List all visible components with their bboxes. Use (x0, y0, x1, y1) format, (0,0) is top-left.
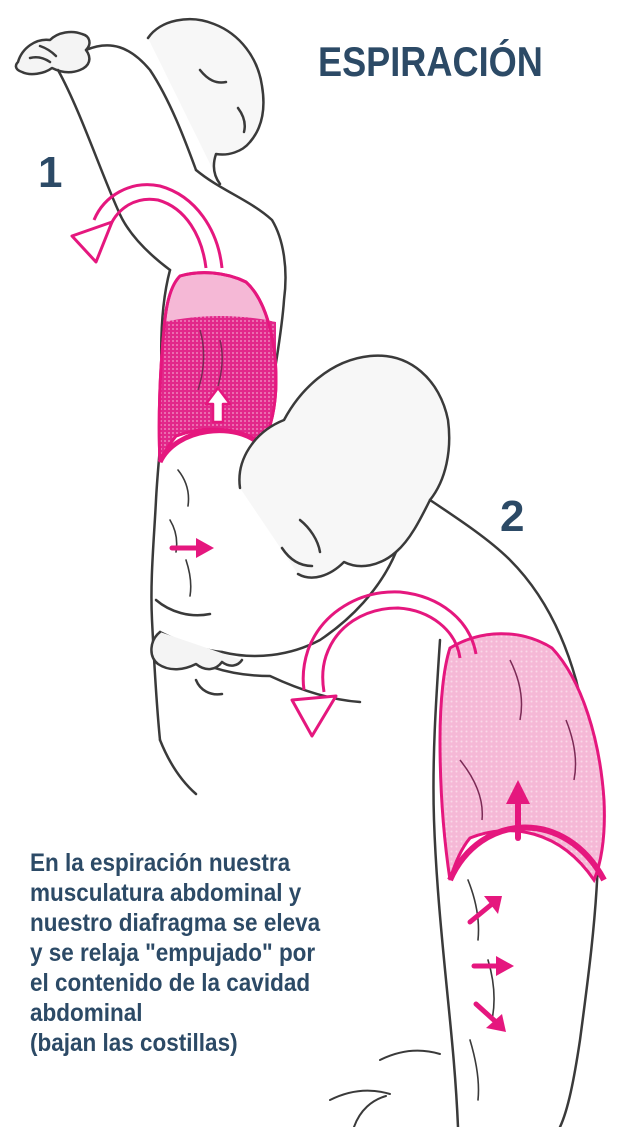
figure-1-lung (157, 271, 278, 464)
figure-2-belly-arrows (467, 896, 514, 1032)
caption-line: (bajan las costillas) (30, 1029, 238, 1057)
caption-line: En la espiración nuestra (30, 849, 291, 877)
caption-line: abdominal (30, 999, 143, 1027)
figure-1-belly-arrow (169, 538, 214, 558)
caption-line: nuestro diafragma se eleva (30, 909, 321, 937)
caption-line: y se relaja "empujado" por (30, 939, 316, 967)
caption-line: el contenido de la cavidad (30, 969, 311, 997)
diagram-title: ESPIRACIÓN (318, 38, 543, 85)
figure-2-lung (438, 632, 607, 884)
figure-1-rotation-arrow (70, 183, 224, 269)
step-1-label: 1 (38, 148, 63, 197)
caption-text: En la espiración nuestra musculatura abd… (30, 848, 372, 1058)
figure-2-up-arrow (506, 780, 530, 841)
figure-1-up-arrow (204, 386, 232, 424)
figure-2-rotation-arrow (290, 590, 478, 738)
caption-line: musculatura abdominal y (30, 879, 302, 907)
step-2-label: 2 (500, 492, 525, 541)
